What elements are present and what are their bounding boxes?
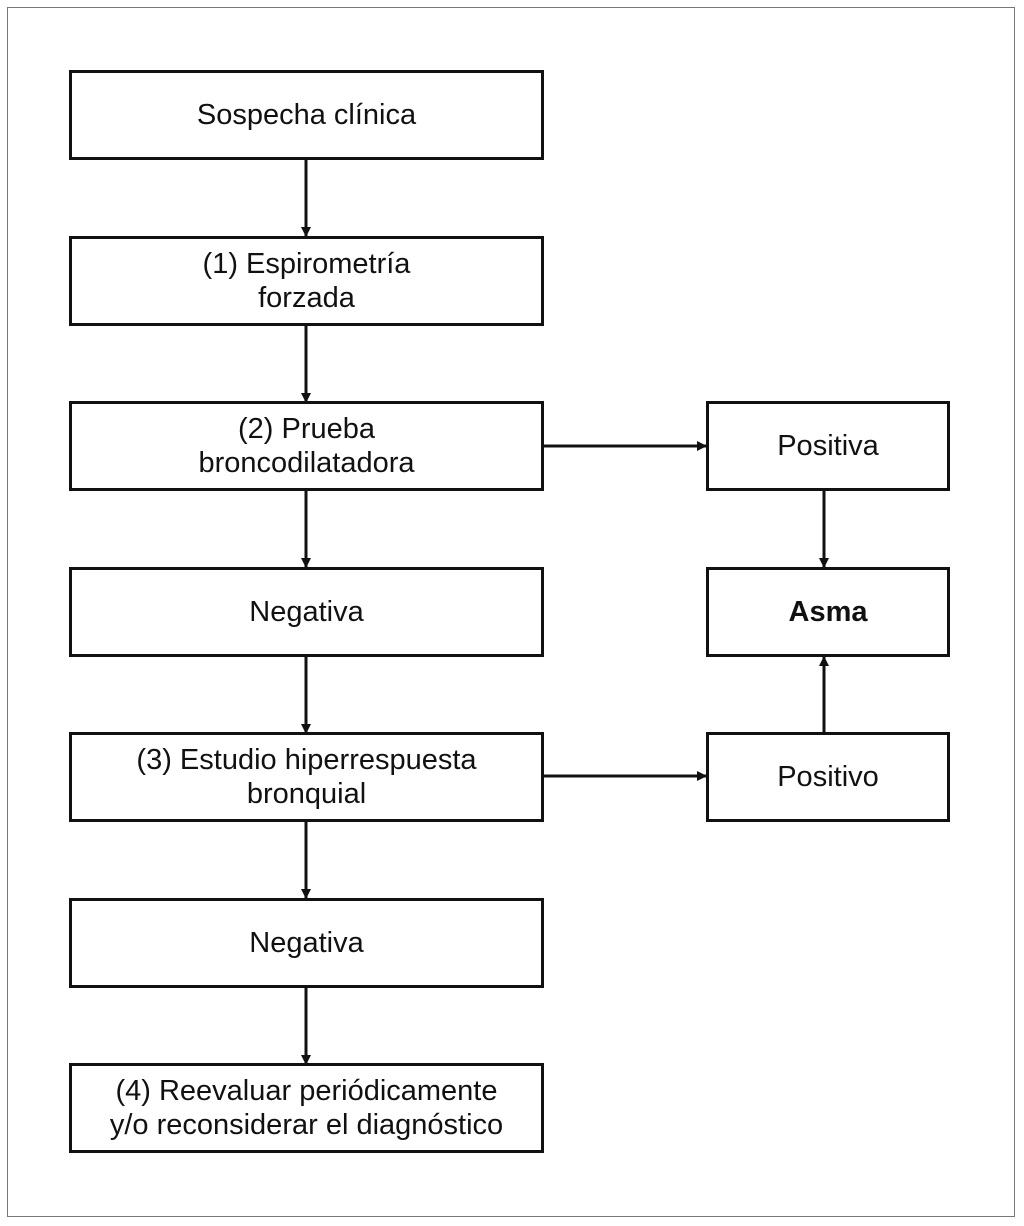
node-positivo: Positivo	[706, 732, 950, 822]
node-sospecha-clinica: Sospecha clínica	[69, 70, 544, 160]
node-espirometria-forzada: (1) Espirometría forzada	[69, 236, 544, 326]
node-negativa-1: Negativa	[69, 567, 544, 657]
node-negativa-2: Negativa	[69, 898, 544, 988]
node-reevaluar: (4) Reevaluar periódicamente y/o reconsi…	[69, 1063, 544, 1153]
node-asma-label: Asma	[788, 596, 868, 628]
node-reevaluar-label: (4) Reevaluar periódicamente y/o reconsi…	[109, 1075, 504, 1141]
node-positiva-label: Positiva	[777, 430, 879, 462]
node-negativa-2-label: Negativa	[249, 927, 364, 959]
node-estudio-hiperrespuesta-label: (3) Estudio hiperrespuesta bronquial	[136, 744, 477, 810]
node-positiva: Positiva	[706, 401, 950, 491]
node-prueba-broncodilatadora-label: (2) Prueba broncodilatadora	[198, 413, 415, 479]
node-espirometria-forzada-label: (1) Espirometría forzada	[202, 248, 411, 314]
node-asma: Asma	[706, 567, 950, 657]
node-estudio-hiperrespuesta: (3) Estudio hiperrespuesta bronquial	[69, 732, 544, 822]
node-negativa-1-label: Negativa	[249, 596, 364, 628]
node-sospecha-clinica-label: Sospecha clínica	[196, 99, 417, 131]
node-prueba-broncodilatadora: (2) Prueba broncodilatadora	[69, 401, 544, 491]
diagram-frame	[7, 7, 1015, 1217]
node-positivo-label: Positivo	[777, 761, 879, 793]
